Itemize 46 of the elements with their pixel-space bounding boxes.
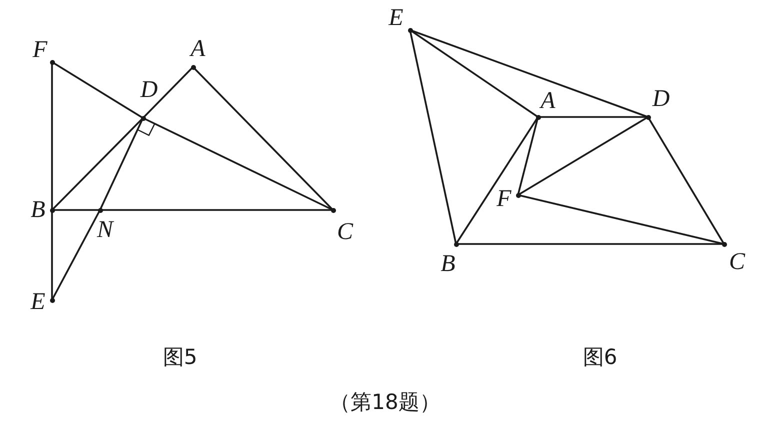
- line-segment: [518, 116, 648, 196]
- point-label: E: [30, 290, 46, 314]
- figure-caption: （第18题）: [330, 389, 440, 416]
- vertex-point: [516, 192, 520, 198]
- vertex-point: [646, 114, 650, 120]
- vertex-point: [454, 242, 458, 246]
- point-label: A: [190, 37, 206, 61]
- line-segment: [192, 66, 334, 211]
- point-label: C: [729, 250, 745, 274]
- line-segment: [51, 210, 53, 300]
- line-segment: [142, 66, 194, 119]
- point-label: E: [388, 6, 404, 30]
- line-segment: [647, 116, 725, 244]
- vertex-point: [330, 208, 336, 212]
- point-label: F: [496, 187, 512, 211]
- vertex-point: [50, 298, 54, 302]
- point-label: D: [140, 78, 158, 102]
- point-label: C: [337, 220, 353, 244]
- line-segment: [51, 117, 144, 211]
- point-label: F: [32, 38, 48, 62]
- line-segment: [52, 61, 144, 119]
- line-segment: [410, 29, 538, 118]
- point-label: B: [440, 252, 456, 276]
- point-label: D: [652, 87, 670, 111]
- line-segment: [538, 116, 648, 118]
- figure-caption: 图6: [582, 344, 618, 371]
- vertex-point: [722, 242, 726, 246]
- point-label: N: [97, 218, 113, 242]
- figure-caption: 图5: [162, 344, 198, 371]
- line-segment: [51, 62, 53, 210]
- point-label: B: [30, 198, 46, 222]
- vertex-point: [536, 114, 540, 120]
- line-segment: [51, 210, 101, 300]
- line-segment: [52, 209, 100, 211]
- point-label: A: [540, 89, 556, 113]
- vertex-point: [140, 116, 146, 120]
- vertex-point: [98, 208, 102, 212]
- line-segment: [455, 116, 539, 244]
- line-segment: [100, 209, 333, 211]
- vertex-point: [408, 28, 412, 32]
- line-segment: [142, 117, 334, 211]
- vertex-point: [50, 208, 54, 212]
- vertex-point: [190, 64, 196, 70]
- line-segment: [456, 243, 724, 245]
- vertex-point: [50, 60, 54, 64]
- line-segment: [99, 118, 144, 210]
